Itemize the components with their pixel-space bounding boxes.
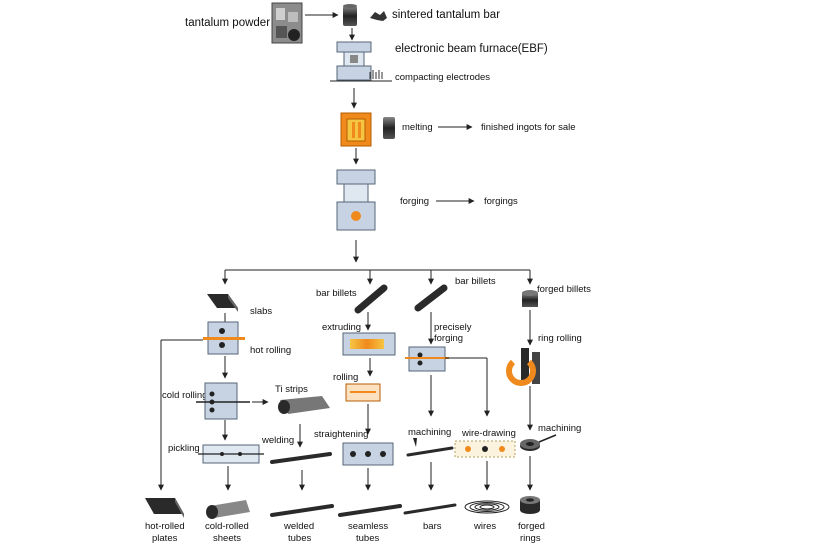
label-forging: forging bbox=[400, 196, 429, 207]
product-bars: bars bbox=[423, 521, 442, 532]
seamless-tube-icon bbox=[338, 504, 402, 517]
rolling-icon bbox=[345, 383, 381, 402]
label-melting: melting bbox=[402, 122, 433, 133]
product-hot-rolled-1: hot-rolled bbox=[145, 521, 185, 532]
bar-billet-icon-1 bbox=[354, 284, 388, 314]
label-finished-ingots: finished ingots for sale bbox=[481, 122, 576, 133]
label-compacting: compacting electrodes bbox=[395, 72, 490, 83]
label-forgings: forgings bbox=[484, 196, 518, 207]
label-cold-rolling: cold rolling bbox=[162, 390, 207, 401]
label-extruding: extruding bbox=[322, 322, 361, 333]
bar-product-icon bbox=[403, 503, 457, 515]
cold-rolled-sheet-icon bbox=[206, 500, 250, 519]
coil-icon bbox=[464, 500, 510, 514]
rolling-mill-icon bbox=[203, 321, 245, 355]
label-welding: welding bbox=[261, 435, 294, 446]
hot-rolled-plate-icon bbox=[145, 498, 184, 518]
label-precisely-2: forging bbox=[434, 333, 463, 344]
label-precisely-1: precisely bbox=[434, 322, 472, 333]
product-cold-rolled-1: cold-rolled bbox=[205, 521, 249, 532]
product-seamless-1: seamless bbox=[348, 521, 388, 532]
ring-roller-icon bbox=[506, 348, 540, 386]
product-welded-1: welded bbox=[283, 521, 314, 532]
product-forged-1: forged bbox=[518, 521, 545, 532]
ring-icon bbox=[520, 496, 540, 514]
bar-billet-icon-2 bbox=[414, 284, 448, 312]
slab-icon bbox=[207, 294, 238, 312]
product-seamless-2: tubes bbox=[356, 533, 379, 544]
sintered-bar-icon bbox=[343, 4, 387, 26]
melting-furnace-icon bbox=[340, 112, 395, 147]
powder-photo-icon bbox=[271, 2, 303, 44]
straightener-icon bbox=[342, 442, 394, 466]
label-sintered-bar: sintered tantalum bar bbox=[392, 9, 500, 21]
forging-press-icon bbox=[336, 169, 376, 231]
ebf-furnace-icon bbox=[336, 41, 383, 81]
cold-rolling-mill-icon bbox=[196, 382, 250, 420]
product-cold-rolled-2: sheets bbox=[213, 533, 241, 544]
welded-tube-icon bbox=[270, 504, 334, 517]
extruder-icon bbox=[342, 332, 396, 356]
machining-ring-icon bbox=[520, 434, 557, 451]
label-slabs: slabs bbox=[250, 306, 272, 317]
forged-billet-icon bbox=[522, 290, 538, 307]
label-rolling: rolling bbox=[333, 372, 358, 383]
label-ebf: electronic beam furnace(EBF) bbox=[395, 43, 548, 55]
label-tantalum-powder: tantalum powder bbox=[185, 17, 270, 29]
label-straightening: straightening bbox=[314, 429, 368, 440]
label-machining-1: machining bbox=[408, 427, 451, 438]
label-hot-rolling: hot rolling bbox=[250, 345, 291, 356]
weld-tube-icon bbox=[270, 452, 332, 464]
label-pickling: pickling bbox=[168, 443, 200, 454]
label-bar-billets-1: bar billets bbox=[316, 288, 357, 299]
product-hot-rolled-2: plates bbox=[152, 533, 178, 544]
label-ti-strips: Ti strips bbox=[275, 384, 308, 395]
ti-strip-icon bbox=[278, 396, 330, 414]
label-wire-drawing: wire-drawing bbox=[461, 428, 516, 439]
label-bar-billets-2: bar billets bbox=[455, 276, 496, 287]
wire-drawing-icon bbox=[454, 440, 516, 458]
product-forged-2: rings bbox=[520, 533, 541, 544]
product-welded-2: tubes bbox=[288, 533, 311, 544]
precise-forging-icon bbox=[405, 346, 449, 372]
product-wires: wires bbox=[473, 521, 496, 532]
label-forged-billets: forged billets bbox=[537, 284, 591, 295]
pickling-tank-icon bbox=[198, 444, 264, 464]
label-ring-rolling: ring rolling bbox=[538, 333, 582, 344]
label-machining-2: machining bbox=[538, 423, 581, 434]
machining-bar-icon bbox=[406, 438, 454, 457]
